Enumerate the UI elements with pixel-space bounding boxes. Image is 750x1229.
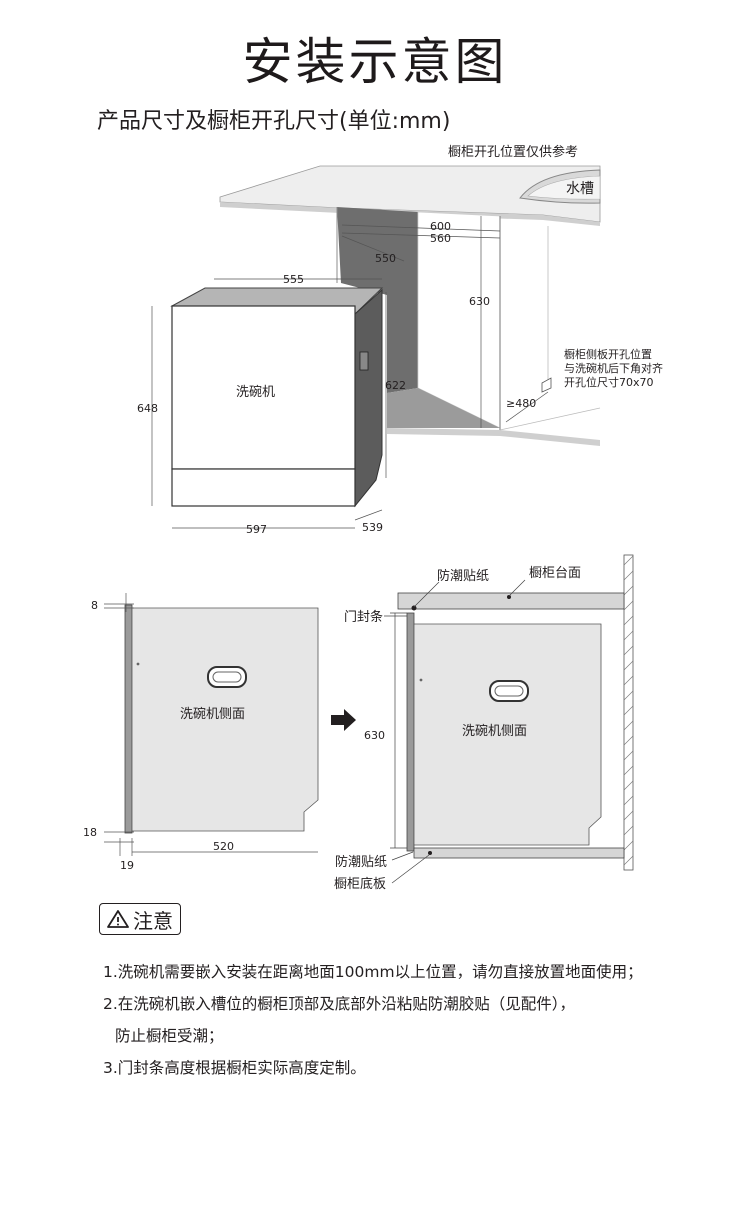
dim-opening-width: 600 <box>430 220 451 233</box>
dimension-lines <box>151 216 549 529</box>
dim-depth: 520 <box>213 840 234 853</box>
moisture-film-top-label: 防潮贴纸 <box>437 568 489 584</box>
countertop-slab <box>397 592 625 610</box>
dim-min-depth: ≥480 <box>506 397 536 410</box>
top-install-diagram: 洗碗机 600 560 550 630 ≥480 555 648 622 597… <box>137 144 663 536</box>
dim-top-gap: 8 <box>91 599 98 612</box>
side-note-line-3: 开孔位尺寸70x70 <box>564 375 654 389</box>
dim-base-depth: 539 <box>362 521 383 534</box>
door-panel-right <box>406 612 415 852</box>
page-subtitle: 产品尺寸及橱柜开孔尺寸(单位:mm) <box>97 109 451 134</box>
note-item-3: 3.门封条高度根据橱柜实际高度定制。 <box>103 1059 366 1077</box>
appliance-label: 洗碗机 <box>236 384 275 400</box>
dishwasher-side-left <box>131 607 319 832</box>
note-item-2-cont: 防止橱柜受潮； <box>115 1027 224 1045</box>
dim-toe: 19 <box>120 859 134 872</box>
moisture-film-top-marker <box>411 605 417 611</box>
dim-top-depth: 555 <box>283 273 304 286</box>
side-label-left: 洗碗机侧面 <box>180 706 245 722</box>
dim-install-height: 630 <box>364 729 385 742</box>
sink-label: 水槽 <box>566 181 594 197</box>
arrow-right-icon <box>331 709 356 731</box>
dim-height: 648 <box>137 402 158 415</box>
dishwasher-kickplate <box>171 468 356 507</box>
side-label-right: 洗碗机侧面 <box>462 723 527 739</box>
door-seal-label: 门封条 <box>344 609 383 625</box>
notes-header: 注意 <box>99 903 181 935</box>
cabinet-bottom-label: 橱柜底板 <box>334 876 386 892</box>
wall <box>623 554 634 871</box>
countertop-label: 橱柜台面 <box>529 566 581 581</box>
side-note-line-2: 与洗碗机后下角对齐 <box>564 361 663 375</box>
dishwasher-door <box>171 305 356 470</box>
dim-opening-depth: 550 <box>375 252 396 265</box>
dim-opening-height: 630 <box>469 295 490 308</box>
side-install-diagram: 洗碗机侧面 8 18 19 520 <box>83 554 634 892</box>
cabinet-note: 橱柜开孔位置仅供参考 <box>448 144 578 160</box>
dishwasher-side-right <box>413 623 602 846</box>
note-item-1: 1.洗碗机需要嵌入安装在距离地面100mm以上位置，请勿直接放置地面使用； <box>103 963 643 981</box>
notes-list: 1.洗碗机需要嵌入安装在距离地面100mm以上位置，请勿直接放置地面使用； 2.… <box>103 956 703 1084</box>
warning-icon <box>107 910 129 928</box>
note-item-2: 2.在洗碗机嵌入槽位的橱柜顶部及底部外沿粘贴防潮胶贴（见配件）， <box>103 995 576 1013</box>
cabinet-floor <box>413 847 625 859</box>
dim-width: 597 <box>246 523 267 536</box>
dim-opening-inner: 560 <box>430 232 451 245</box>
door-panel-left <box>124 604 133 834</box>
side-panel-hole <box>541 377 552 393</box>
moisture-film-bottom-label: 防潮贴纸 <box>335 854 387 870</box>
notes-title: 注意 <box>133 908 173 933</box>
dim-bottom-gap: 18 <box>83 826 97 839</box>
side-note-line-1: 橱柜侧板开孔位置 <box>564 347 652 361</box>
side-handle <box>359 351 369 371</box>
page-title: 安装示意图 <box>242 33 508 91</box>
dim-body-height: 622 <box>385 379 406 392</box>
